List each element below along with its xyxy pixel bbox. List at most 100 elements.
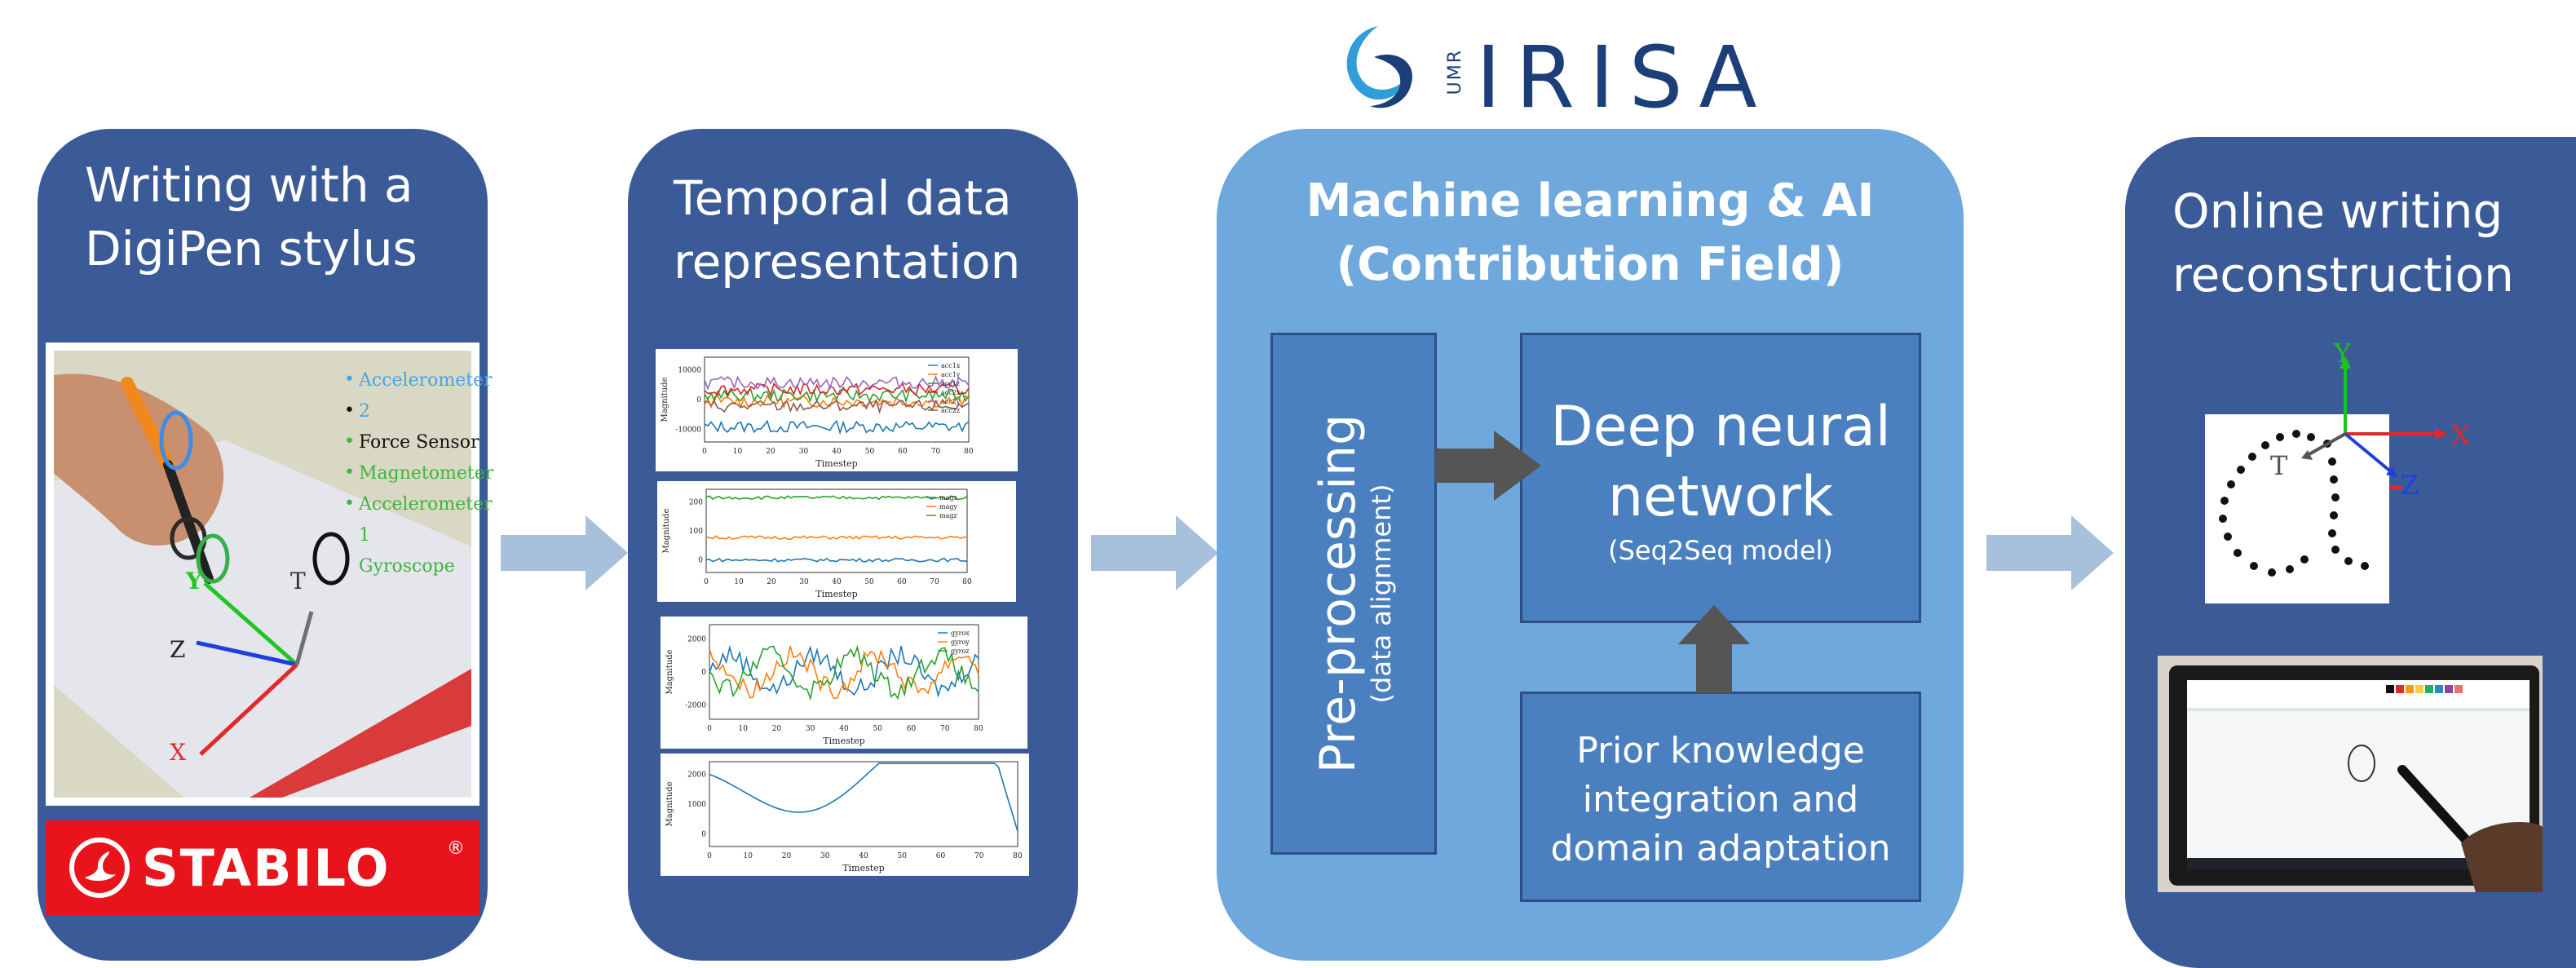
plot-xtick: 60 — [907, 725, 917, 733]
plot-series-line — [709, 644, 979, 698]
panel-writing: Writing with a DigiPen stylus • • • • • — [38, 129, 493, 961]
panel-writing-title: Writing with a DigiPen stylus — [85, 157, 418, 276]
dnn-label: Deep neural network — [1550, 395, 1891, 529]
swan-logo-icon — [69, 838, 130, 898]
plot-xtick: 50 — [865, 448, 875, 456]
umr-label: UMR — [1445, 49, 1465, 95]
preprocessing-sublabel: (data alignment) — [1366, 484, 1397, 704]
legend-accelerometer-1: Accelerometer 1 — [359, 494, 493, 546]
plot-ylabel: Magnitude — [665, 781, 674, 826]
recon-axis-y-label: Y — [2334, 338, 2352, 369]
svg-text:•: • — [344, 462, 355, 483]
plot-xtick: 70 — [974, 852, 984, 860]
plot-ylabel: Magnitude — [661, 377, 669, 422]
plot-legend-entry: acc1x — [941, 362, 961, 369]
plot-xtick: 70 — [931, 448, 941, 456]
recon-axis-t-label: T — [2270, 450, 2288, 481]
tablet-photo — [2158, 656, 2543, 892]
plot-legend-entry: gyrox — [951, 630, 970, 637]
flow-arrow-3 — [1986, 515, 2114, 590]
plot-ytick: 1000 — [687, 801, 706, 809]
plot-series-line — [704, 419, 970, 435]
plot-xtick: 10 — [734, 578, 744, 586]
svg-text:•: • — [344, 493, 355, 514]
plot-xlabel: Timestep — [815, 458, 857, 469]
plot-series-line — [705, 495, 968, 501]
registered-mark: ® — [447, 838, 465, 859]
prior-knowledge-box: Prior knowledge integration and domain a… — [1520, 692, 1921, 902]
plot-ytick: 0 — [696, 396, 701, 404]
flow-arrow-1 — [501, 515, 628, 590]
plot-xtick: 20 — [782, 852, 792, 860]
plot-xtick: 50 — [864, 578, 874, 586]
dnn-sublabel: (Seq2Seq model) — [1608, 535, 1833, 566]
plot-xtick: 10 — [739, 725, 749, 733]
panel-ml-title: Machine learning & AI (Contribution Fiel… — [1306, 175, 1875, 291]
plot-legend-entry: acc2x — [941, 389, 961, 396]
plot-ytick: 0 — [701, 669, 706, 677]
plot-xtick: 80 — [1013, 852, 1023, 860]
stylus-photo: • • • • • Accelerometer 2 Force Sensor M… — [46, 343, 493, 806]
plot-xtick: 50 — [898, 852, 908, 860]
panel-reconstruction: Online writing reconstruction Y X Z T — [2125, 137, 2576, 968]
plot-xtick: 30 — [820, 852, 830, 860]
plot-xtick: 80 — [974, 725, 983, 733]
plot-xtick: 20 — [767, 578, 776, 586]
irisa-swirl-icon — [1346, 26, 1412, 108]
plot-ytick: 200 — [689, 498, 703, 506]
plot-xtick: 30 — [806, 725, 815, 733]
plot-legend-entry: acc2z — [941, 407, 960, 414]
plot-ytick: 0 — [701, 830, 706, 838]
irisa-wordmark: IRISA — [1476, 28, 1772, 127]
sensor-legend: Accelerometer 2 Force Sensor Magnetomete… — [359, 365, 493, 582]
panel-temporal-title: Temporal data representation — [674, 170, 1021, 290]
panel-ml: Machine learning & AI (Contribution Fiel… — [1217, 129, 1964, 961]
plot-xtick: 0 — [702, 448, 707, 456]
plot-series-line — [704, 382, 970, 398]
plot-xlabel: Timestep — [842, 863, 884, 873]
plot-series-line — [709, 645, 979, 700]
axis-t-label: T — [290, 568, 306, 595]
plot-xtick: 70 — [940, 725, 950, 733]
plot-legend-entry: gyroy — [951, 639, 970, 646]
plot-series-line — [705, 535, 968, 541]
plot-legend-entry: acc1y — [941, 371, 961, 378]
plot-xtick: 40 — [832, 578, 842, 586]
plot-xtick: 60 — [897, 578, 907, 586]
legend-accelerometer-2: Accelerometer 2 — [359, 370, 493, 422]
preprocessing-box: Pre-processing (data alignment) — [1270, 333, 1437, 855]
plot-xtick: 0 — [707, 852, 712, 860]
plot-xtick: 0 — [704, 578, 709, 586]
plot-xtick: 20 — [766, 448, 775, 456]
plot-xtick: 80 — [964, 448, 974, 456]
plot-xtick: 20 — [772, 725, 782, 733]
plot-xtick: 30 — [799, 448, 809, 456]
plot-ytick: 2000 — [687, 771, 706, 780]
axis-x-label: X — [170, 739, 186, 766]
plot-series-line — [704, 374, 970, 391]
plot-xtick: 60 — [898, 448, 908, 456]
plot-ytick: -10000 — [675, 426, 701, 434]
plot-xtick: 40 — [832, 448, 842, 456]
plot-ytick: 10000 — [678, 367, 701, 375]
plot-xtick: 80 — [962, 578, 972, 586]
preprocess-to-dnn-arrow — [1435, 431, 1541, 501]
panel-reconstruction-title: Online writing reconstruction — [2172, 183, 2514, 303]
plot-xtick: 50 — [873, 725, 883, 733]
preprocessing-label: Pre-processing — [1310, 413, 1367, 774]
dnn-box: Deep neural network (Seq2Seq model) — [1520, 333, 1921, 623]
plot-ytick: -2000 — [685, 702, 706, 710]
plot-legend-entry: magz — [939, 512, 957, 519]
prior-knowledge-label: Prior knowledge integration and domain a… — [1550, 730, 1891, 869]
svg-text:•: • — [344, 400, 355, 421]
plot-series-line — [704, 399, 970, 414]
prior-to-dnn-arrow — [1678, 605, 1750, 693]
plot-series-line — [705, 557, 968, 563]
stabilo-wordmark: STABILO — [142, 838, 391, 898]
